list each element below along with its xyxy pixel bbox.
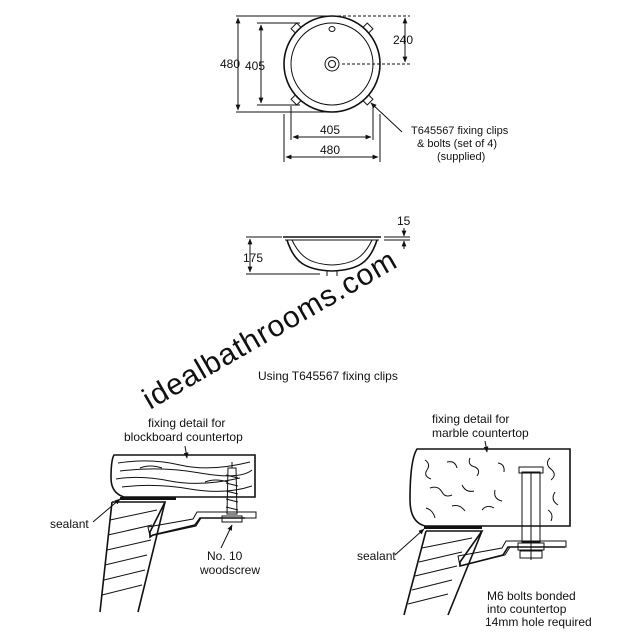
clip-callout-line-2: & bolts (set of 4) [417, 138, 497, 150]
basin-section-bowl [286, 239, 378, 272]
woodscrew [226, 467, 238, 515]
marble-title-line-1: fixing detail for [432, 412, 509, 426]
dim-outer-vertical: 480 [220, 57, 240, 71]
overflow-hole [328, 26, 336, 32]
screw-label-line-1: No. 10 [207, 549, 243, 563]
bolt-label-line-2: into countertop [487, 602, 567, 616]
marble-title-line-2: marble countertop [432, 426, 529, 440]
basin-inner-bowl [290, 22, 374, 106]
marble-fixing-clip [457, 540, 567, 567]
dim-outer-horizontal: 480 [320, 143, 340, 157]
plan-view: 480 405 240 405 480 T645567 fixing clips… [220, 15, 509, 163]
blockboard-title-line-1: fixing detail for [148, 416, 225, 430]
dim-waste-offset: 240 [393, 33, 413, 47]
blockboard-sealant-label: sealant [50, 517, 89, 531]
bolt-label-line-3: 14mm hole required [485, 615, 592, 629]
detail-blockboard: fixing detail for blockboard countertop [50, 416, 260, 613]
marble-sealant-label: sealant [357, 549, 396, 563]
marble-countertop [409, 448, 571, 527]
blockboard-title-line-2: blockboard countertop [124, 430, 243, 444]
fixing-clip-symbols [290, 22, 374, 106]
section-view: 175 15 [243, 214, 411, 276]
section-heading: Using T645567 fixing clips [258, 369, 398, 383]
clip-callout-line-1: T645567 fixing clips [411, 125, 509, 137]
dim-inner-vertical: 405 [245, 59, 265, 73]
waste-outlet [324, 56, 340, 72]
dim-inner-horizontal: 405 [320, 123, 340, 137]
clip-callout-line-3: (supplied) [437, 151, 485, 163]
blockboard-fixing-clip [147, 511, 257, 537]
bolt-label-line-1: M6 bolts bonded [487, 589, 576, 603]
dim-depth: 175 [243, 251, 263, 265]
dim-rim: 15 [397, 214, 411, 228]
blockboard-countertop [110, 454, 256, 498]
watermark: idealbathrooms.com [137, 243, 403, 416]
screw-label-line-2: woodscrew [199, 563, 260, 577]
detail-marble: fixing detail for marble countertop [357, 412, 592, 629]
